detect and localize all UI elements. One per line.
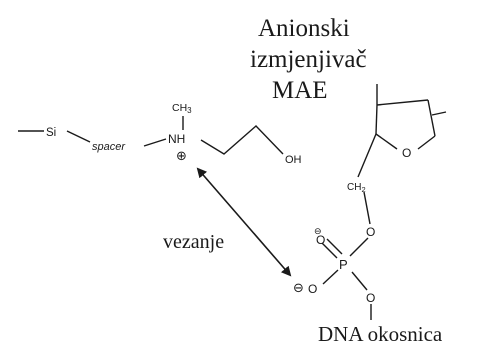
ring-to-ch2-bond [357, 133, 377, 178]
p-double-bond-b [321, 242, 338, 259]
positive-charge: ⊕ [176, 148, 187, 163]
dna-backbone-structure [321, 84, 447, 320]
ring-bottom-right-bond [417, 135, 436, 150]
methylene-subscript: 2 [361, 185, 365, 194]
exchanger-title-line1: Anionski [258, 15, 350, 42]
negative-charge-left: ⊖ [293, 280, 304, 295]
anionic-oxygen: O [308, 282, 317, 296]
silicon-atom: Si [46, 127, 56, 139]
ring-bottom-left-bond [375, 133, 398, 150]
exchanger-title-line2: izmjenjivač [250, 46, 367, 73]
binding-label: vezanje [163, 231, 224, 253]
dna-backbone-label: DNA okosnica [318, 322, 443, 346]
ester-oxygen-top: O [366, 225, 375, 239]
anion-exchanger-molecule [18, 116, 284, 155]
bond-spacer-n [143, 138, 167, 147]
exchanger-title-line3: MAE [272, 77, 328, 104]
ring-left-bond [375, 104, 378, 135]
bond-ethyl-chain [200, 125, 284, 155]
p-to-anionic-o-bond [322, 269, 339, 285]
double-bond-oxygen: O [316, 233, 325, 247]
nitrogen-h-atom: NH [168, 132, 185, 146]
methyl-subscript: 3 [187, 106, 192, 115]
methyl-group: CH3 [172, 102, 192, 115]
ch2-to-o-bond [363, 191, 371, 225]
phosphorus-atom: P [339, 257, 348, 272]
ring-oxygen: O [402, 146, 411, 160]
o-to-p-bond [349, 237, 369, 257]
ester-oxygen-bottom: O [366, 291, 375, 305]
p-double-bond-a [326, 238, 343, 255]
binding-arrow [196, 167, 292, 277]
ring-right-stub [431, 111, 447, 116]
p-to-lower-o-bond [351, 271, 368, 291]
ring-top-bond [376, 99, 429, 106]
methylene-group: CH2 [347, 182, 366, 194]
hydroxyl-group: OH [285, 154, 302, 166]
bond-si-spacer [66, 130, 91, 143]
spacer-label: spacer [92, 141, 126, 153]
ring-right-bond [427, 99, 436, 137]
negative-charge-top: ⊖ [314, 226, 322, 236]
